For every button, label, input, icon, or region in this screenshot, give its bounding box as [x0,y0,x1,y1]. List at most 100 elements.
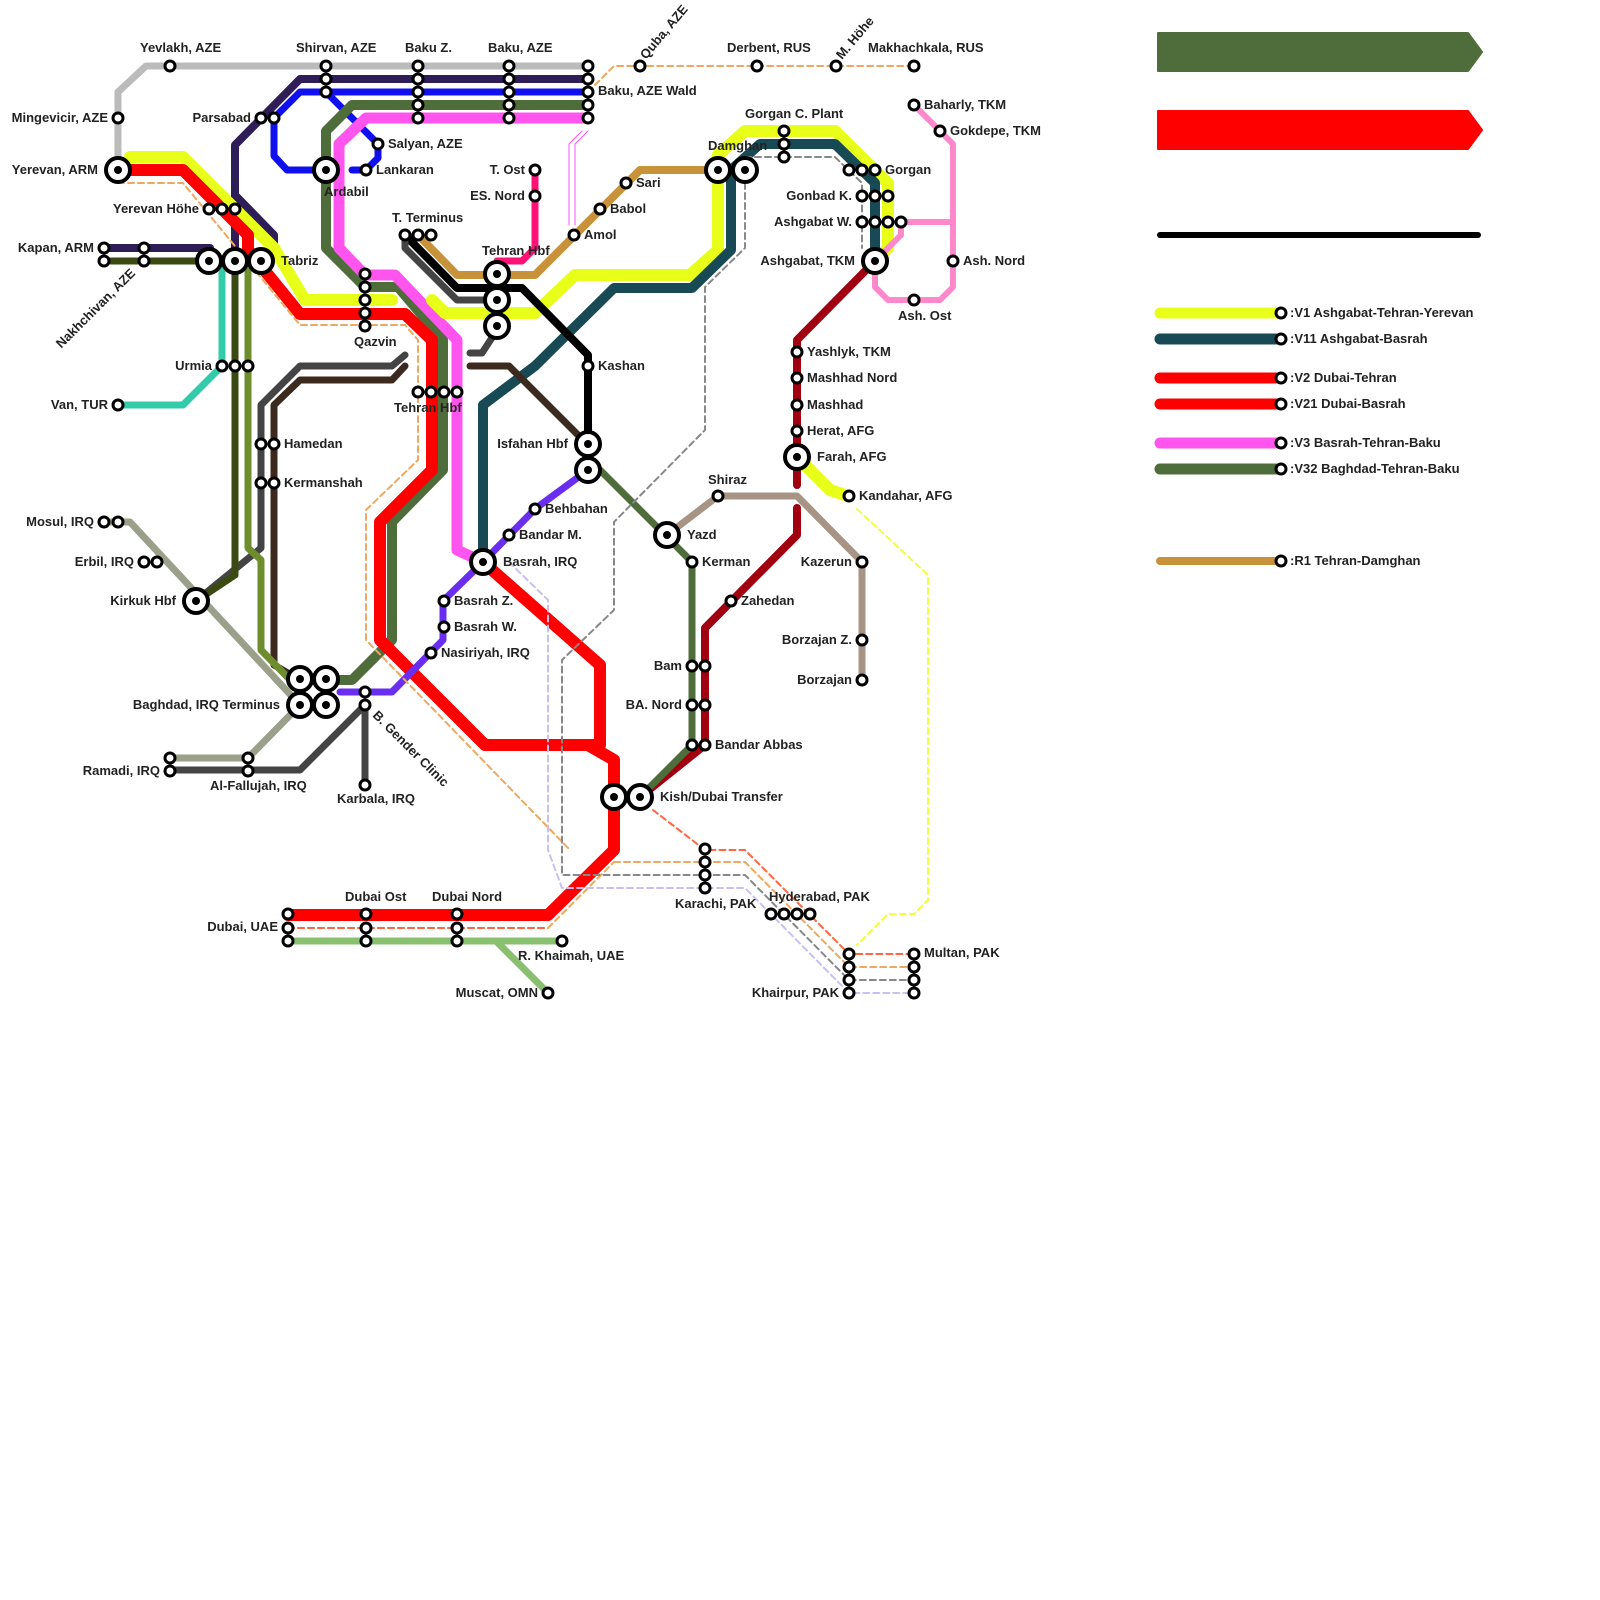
station-47-marker [857,165,867,175]
interchange-14-interchange-core [192,597,200,605]
label-mosul: Mosul, IRQ [26,514,94,529]
station-105-marker [360,700,370,710]
station-6-marker [413,74,423,84]
station-89-marker [713,491,723,501]
route-darkolive-29 [196,260,235,601]
station-104-marker [360,687,370,697]
label-mingevicir: Mingevicir, AZE [12,110,109,125]
label-behbahan: Behbahan [545,501,608,516]
label-ardabil: Ardabil [324,184,369,199]
route-dashed-orange-41 [614,862,914,967]
label-parsabad: Parsabad [192,110,251,125]
route-khaki-33 [667,496,862,680]
station-90-marker [687,557,697,567]
label-yerevan: Yerevan, ARM [12,162,98,177]
legend-stop-6 [1276,556,1286,566]
station-30-marker [230,204,240,214]
label-karachi: Karachi, PAK [675,896,757,911]
station-106-marker [165,753,175,763]
interchange-6-interchange-core [493,296,501,304]
station-31-marker [99,243,109,253]
station-69-marker [413,387,423,397]
label-baghdad: Baghdad, IRQ Terminus [133,697,280,712]
label-t-ost: T. Ost [490,162,526,177]
label-fallujah: Al-Fallujah, IRQ [210,778,307,793]
station-97-marker [857,675,867,685]
station-17-marker [583,87,593,97]
station-91-marker [857,557,867,567]
station-92-marker [726,596,736,606]
station-127-marker [452,936,462,946]
label-nasiriyah: Nasiriyah, IRQ [441,645,530,660]
station-5-marker [413,61,423,71]
station-53-marker [870,217,880,227]
station-12-marker [504,87,514,97]
label-ashgabat: Ashgabat, TKM [760,253,855,268]
station-15-marker [583,61,593,71]
station-32-marker [99,256,109,266]
interchange-7-interchange-core [493,322,501,330]
legend-stop-1 [1276,334,1286,344]
label-kermanshah: Kermanshah [284,475,363,490]
interchange-22-interchange-core [636,793,644,801]
station-60-marker [360,269,370,279]
label-herat: Herat, AFG [807,423,874,438]
station-0-marker [165,61,175,71]
station-26-marker [373,139,383,149]
label-dubai-ost: Dubai Ost [345,889,407,904]
station-61-marker [360,282,370,292]
station-82-marker [844,491,854,501]
interchange-17-interchange-core [296,675,304,683]
station-111-marker [700,844,710,854]
station-22-marker [831,61,841,71]
station-101-marker [700,700,710,710]
label-multan: Multan, PAK [924,945,1000,960]
station-76-marker [256,478,266,488]
station-58-marker [948,256,958,266]
interchange-9-interchange-core [741,166,749,174]
label-babol: Babol [610,201,646,216]
station-88-marker [504,530,514,540]
label-dubai-nord: Dubai Nord [432,889,502,904]
station-86-marker [152,557,162,567]
station-66-marker [230,361,240,371]
station-62-marker [360,295,370,305]
station-137-marker [909,988,919,998]
interchange-2-interchange-core [205,257,213,265]
interchange-4-interchange-core [257,257,265,265]
interchange-10-interchange-core [871,257,879,265]
station-28-marker [204,204,214,214]
station-99-marker [700,661,710,671]
station-115-marker [766,909,776,919]
station-7-marker [413,87,423,97]
label-baku-wald: Baku, AZE Wald [598,83,697,98]
station-93-marker [439,596,449,606]
station-38-marker [530,165,540,175]
station-42-marker [569,230,579,240]
label-derbent: Derbent, RUS [727,40,811,55]
interchange-15-interchange-core [479,558,487,566]
station-55-marker [896,217,906,227]
label-borzajan: Borzajan [797,672,852,687]
label-ba-nord: BA. Nord [626,697,682,712]
label-kirkuk: Kirkuk Hbf [110,593,176,608]
station-34-marker [139,256,149,266]
station-11-marker [504,74,514,84]
station-23-marker [909,61,919,71]
label-isfahan: Isfahan Hbf [497,436,568,451]
label-makhachkala: Makhachkala, RUS [868,40,984,55]
route-dashed-yellow-48 [857,509,928,945]
station-109-marker [243,766,253,776]
station-114-marker [700,883,710,893]
interchange-5-interchange-core [493,270,501,278]
station-44-marker [779,139,789,149]
station-46-marker [844,165,854,175]
interchange-11-interchange-core [584,440,592,448]
station-18-marker [583,100,593,110]
station-75-marker [269,439,279,449]
label-nakhchivan: Nakhchivan, AZE [53,265,139,351]
station-94-marker [439,622,449,632]
label-tehran-hbf: Tehran Hbf [394,400,462,415]
station-128-marker [557,936,567,946]
